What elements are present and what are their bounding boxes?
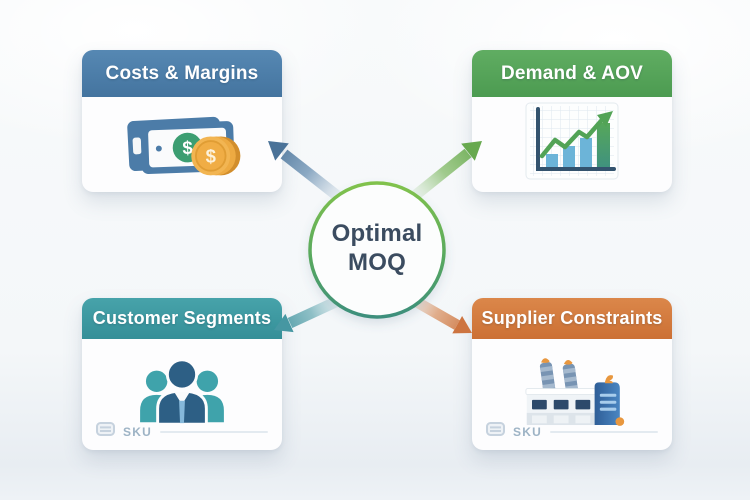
card-demand-aov-title: Demand & AOV [500, 62, 644, 84]
money-bills-coin-icon: $ $ [120, 104, 244, 185]
card-customer-segments: Customer Segments [82, 298, 282, 450]
center-node-line2: MOQ [348, 249, 406, 276]
card-demand-aov-header: Demand & AOV [472, 50, 672, 97]
arrow-to-customer-segments [274, 294, 345, 333]
growth-bar-chart-icon [524, 101, 620, 188]
people-group-icon [132, 354, 232, 435]
card-supplier-constraints-title: Supplier Constraints [481, 308, 663, 328]
card-customer-segments-body: SKU [82, 339, 282, 450]
sku-tag-icon [486, 422, 505, 441]
card-customer-segments-header: Customer Segments [82, 298, 282, 339]
sku-row: SKU [96, 422, 268, 441]
card-costs-margins-body: $ $ [82, 97, 282, 192]
card-demand-aov: Demand & AOV [472, 50, 672, 192]
svg-text:$: $ [206, 145, 217, 166]
factory-icon [513, 352, 631, 437]
card-costs-margins-header: Costs & Margins [82, 50, 282, 97]
sku-label: SKU [123, 424, 152, 439]
sku-tag-icon [96, 422, 115, 441]
sku-row: SKU [486, 422, 658, 441]
card-supplier-constraints: Supplier Constraints [472, 298, 672, 450]
card-costs-margins: Costs & Margins $ [82, 50, 282, 192]
center-node-line1: Optimal [331, 220, 423, 248]
sku-label: SKU [513, 424, 542, 439]
svg-text:$: $ [182, 137, 194, 158]
arrow-to-supplier-constraints [405, 292, 472, 334]
card-demand-aov-body [472, 97, 672, 192]
card-supplier-constraints-header: Supplier Constraints [472, 298, 672, 339]
center-node-label: Optimal MOQ [332, 220, 423, 278]
card-supplier-constraints-body: SKU [472, 339, 672, 450]
sku-placeholder-line [549, 430, 658, 433]
card-customer-segments-title: Customer Segments [92, 308, 272, 328]
sku-placeholder-line [159, 430, 268, 433]
card-costs-margins-title: Costs & Margins [105, 62, 259, 84]
